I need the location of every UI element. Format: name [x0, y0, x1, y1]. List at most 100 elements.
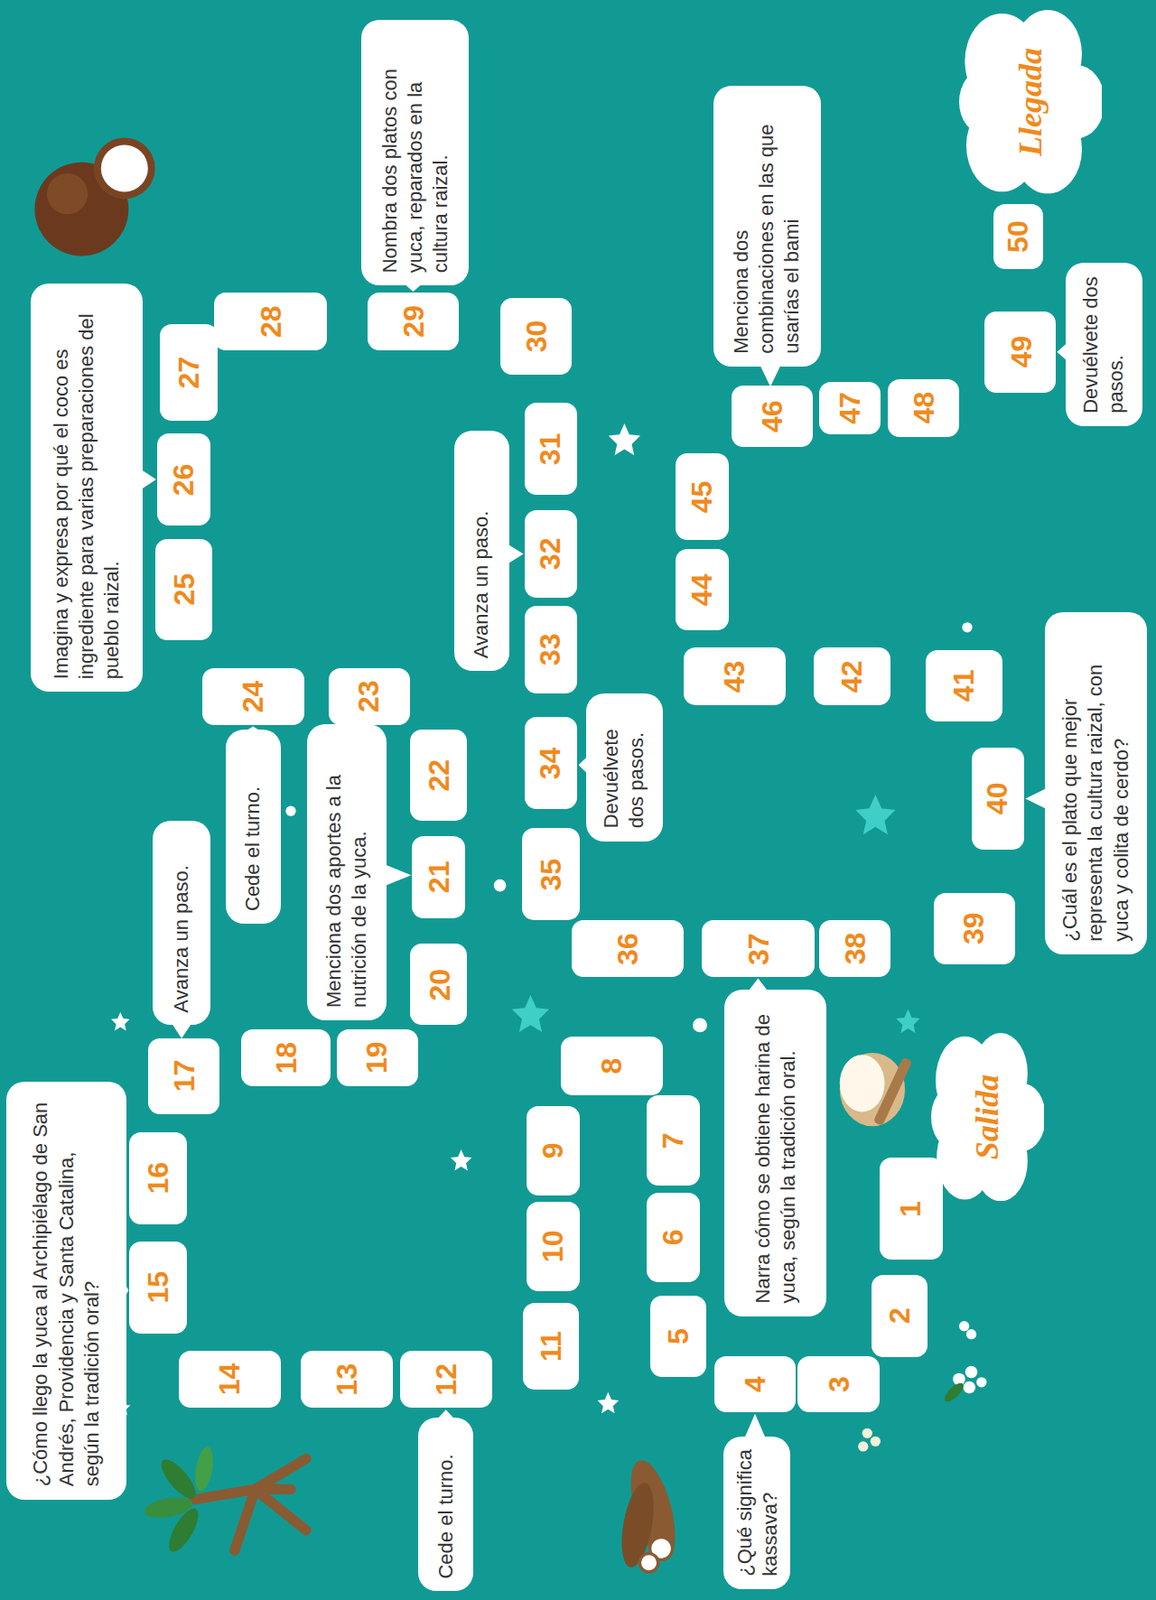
rotated-text-holder: 21	[411, 836, 466, 918]
square-number: 8	[597, 1058, 627, 1075]
square-number: 43	[719, 660, 749, 693]
square-number: 15	[143, 1271, 173, 1305]
square-number: 17	[168, 1060, 198, 1093]
square-number: 12	[431, 1363, 461, 1397]
square-number: 13	[332, 1363, 362, 1397]
board-square: 2	[871, 1275, 928, 1357]
star	[450, 1149, 472, 1171]
rotated-text-holder: 33	[524, 605, 578, 694]
cassava-slice	[639, 1554, 658, 1573]
board-square: 6	[646, 1193, 700, 1283]
rotated-text-holder: Cede el turno.	[225, 729, 281, 924]
rotated-text-holder: 40	[971, 747, 1026, 850]
board-square: 15	[129, 1241, 187, 1334]
board-square: 1	[879, 1157, 943, 1260]
rotated-text-holder: 46	[731, 385, 813, 448]
square-number: 28	[255, 305, 285, 338]
board-square: 47	[819, 382, 881, 436]
board-square: 19	[336, 1029, 419, 1087]
prompt-text: Devuélvete dos pasos.	[598, 706, 650, 830]
square-number: 2	[885, 1307, 914, 1324]
speech-bubble: ¿Qué significa kassava?	[723, 1436, 791, 1590]
square-number: 32	[536, 538, 566, 571]
board-square: 29	[367, 292, 460, 350]
flower	[966, 1329, 977, 1340]
square-number: 14	[214, 1363, 244, 1397]
board-square: 35	[522, 828, 579, 921]
board-square: 26	[157, 433, 211, 526]
dot	[494, 879, 507, 893]
square-number: 6	[659, 1229, 689, 1246]
rotated-text-holder: 38	[819, 920, 891, 978]
square-number: 22	[424, 759, 454, 793]
rotated-text-holder: 39	[933, 893, 1016, 965]
prompt-text: Avanza un paso.	[468, 443, 495, 658]
rotated-text-holder: 19	[336, 1029, 419, 1087]
rotated-text-holder: 30	[500, 298, 572, 375]
rotated-text-holder: 13	[300, 1351, 393, 1408]
square-number: 36	[613, 932, 643, 966]
rotated-text-holder: Devuélvete dos pasos.	[1065, 262, 1143, 427]
rotated-text-holder: 9	[526, 1106, 580, 1196]
prompt-text: Devuélvete dos pasos.	[1078, 275, 1129, 414]
board-square: 8	[560, 1036, 663, 1097]
cloud-text: Salida	[971, 1074, 1005, 1160]
prompt-text: Menciona dos combinaciones en las que us…	[728, 98, 805, 355]
square-number: 37	[743, 932, 773, 966]
rotated-text-holder: 32	[524, 510, 578, 598]
board-square: 38	[819, 920, 891, 978]
prompt-text: ¿Qué significa kassava?	[731, 1449, 783, 1577]
square-number: 11	[536, 1331, 566, 1362]
board-square: 42	[813, 647, 891, 705]
rotated-text-holder: Devuélvete dos pasos.	[586, 693, 663, 842]
rotated-text-holder: 2	[871, 1275, 928, 1357]
board-square: 20	[410, 943, 467, 1026]
rotated-text-holder: 34	[524, 717, 578, 810]
dot	[961, 622, 972, 633]
rotated-text-holder: 44	[675, 549, 729, 631]
board-square: 34	[524, 717, 578, 810]
square-number: 38	[840, 932, 870, 966]
rotated-text-holder: 15	[129, 1241, 187, 1334]
speech-bubble: Avanza un paso.	[152, 820, 210, 1026]
square-number: 33	[536, 633, 566, 667]
rotated-text-holder: 27	[159, 324, 217, 421]
rotated-text-holder: Imagina y expresa por qué el coco es ing…	[30, 283, 143, 692]
rotated-text-holder: 5	[650, 1295, 707, 1378]
rotated-text-holder: 12	[400, 1351, 493, 1408]
board-square: 22	[410, 729, 467, 822]
rotated-text-holder: 22	[410, 729, 467, 822]
square-number: 29	[399, 305, 429, 338]
rotated-text-holder: 35	[522, 828, 579, 921]
coconut-meat	[101, 144, 149, 192]
square-number: 42	[837, 660, 867, 693]
square-number: 31	[536, 432, 566, 466]
board-square: 44	[675, 549, 729, 631]
rotated-text-holder: 1	[879, 1157, 943, 1260]
rotated-text-holder: 10	[526, 1202, 580, 1292]
board-square: 4	[714, 1356, 796, 1413]
prompt-text: Nombra dos platos con yuca, reparados en…	[377, 32, 454, 273]
seed	[870, 1436, 881, 1447]
board-square: 41	[925, 650, 1003, 722]
board-square: 31	[524, 402, 578, 495]
square-number: 7	[659, 1132, 689, 1149]
rotated-text-holder: 20	[410, 943, 467, 1026]
rotated-text-holder: 24	[202, 668, 305, 726]
cloud-label: Salida	[931, 1033, 1044, 1202]
decoration-group	[34, 138, 987, 1573]
square-number: 50	[1003, 220, 1033, 253]
square-number: 3	[824, 1376, 854, 1393]
star	[111, 1012, 131, 1032]
square-number: 44	[687, 573, 717, 606]
rotated-text-holder: Narra cómo se obtiene harina de yuca, se…	[724, 989, 827, 1317]
rotated-text-holder: Cede el turno.	[418, 1417, 474, 1592]
square-number: 18	[270, 1042, 300, 1075]
square-number: 47	[835, 391, 865, 425]
board-square: 16	[129, 1132, 187, 1225]
square-number: 23	[354, 680, 384, 714]
board-square: 10	[526, 1202, 580, 1292]
rotated-text-holder: 47	[819, 382, 881, 436]
square-number: 39	[960, 912, 989, 945]
rotated-text-holder: 4	[714, 1356, 796, 1413]
